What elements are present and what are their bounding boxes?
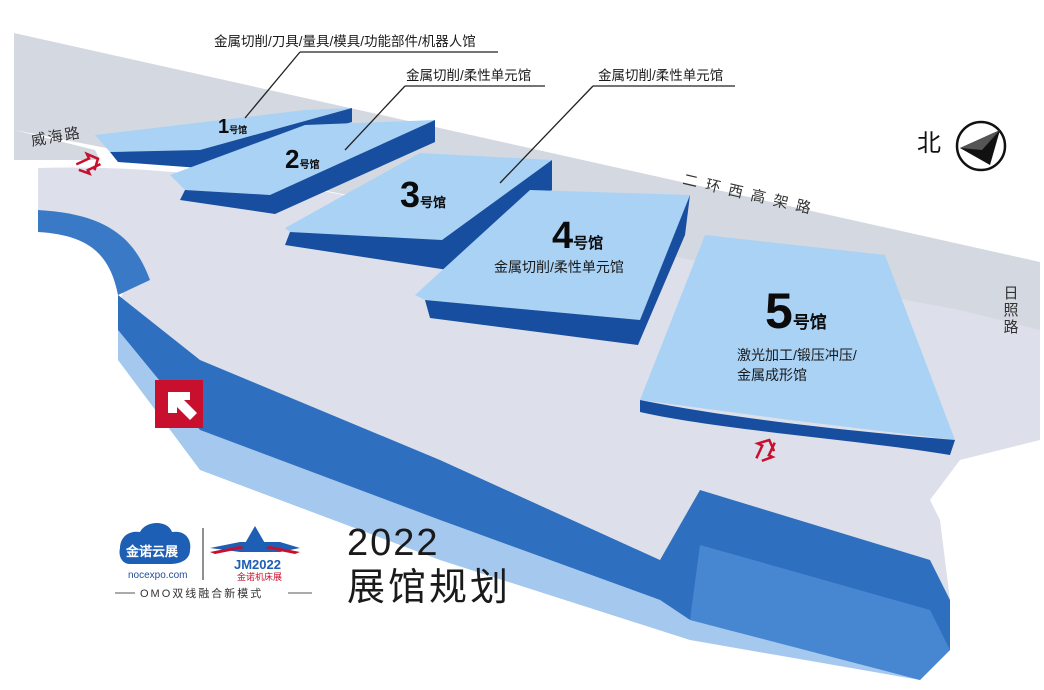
callout-hall2: 金属切削/柔性单元馆 <box>406 68 531 83</box>
hall-3[interactable] <box>285 153 552 270</box>
callout-hall3: 金属切削/柔性单元馆 <box>598 68 723 83</box>
road-weihai <box>14 130 100 160</box>
hall-1[interactable] <box>95 108 352 168</box>
ground-base-side <box>38 210 150 295</box>
hall-4-category: 金属切削/柔性单元馆 <box>494 259 624 275</box>
hall-2-top <box>170 120 435 195</box>
hall-3-label: 3号馆 <box>400 174 446 215</box>
hall-2[interactable] <box>170 120 435 214</box>
road-label-rizhao: 日照路 <box>1002 285 1019 336</box>
hall-4-label: 4号馆 <box>552 215 603 257</box>
hall-4-top <box>415 190 690 320</box>
hall-1-side <box>110 108 352 168</box>
north-arrow-icon <box>955 120 1007 172</box>
callout-line-hall2 <box>344 85 406 151</box>
hall-3-side <box>285 160 552 270</box>
svg-text:金诺云展: 金诺云展 <box>125 544 179 559</box>
hall-5-side <box>640 400 955 455</box>
hall-5-category-line2: 金属成形馆 <box>737 367 807 383</box>
logo-right: JM2022 金诺机床展 <box>210 526 300 582</box>
hall-5-category-line1: 激光加工/锻压冲压/ <box>737 347 857 363</box>
compass-label: 北 <box>917 130 941 157</box>
callout-line-hall3 <box>499 85 594 184</box>
hall-3-top <box>285 153 552 240</box>
hall-5-top <box>640 235 955 440</box>
hall-5-label: 5号馆 <box>765 283 827 339</box>
callout-hall1: 金属切削/刀具/量具/模具/功能部件/机器人馆 <box>214 34 476 49</box>
ground-base-front-light <box>118 330 950 680</box>
svg-text:JM2022: JM2022 <box>234 557 281 572</box>
entrance-arrows-right-icon <box>754 438 776 463</box>
hall-5[interactable] <box>640 235 955 455</box>
hall-4[interactable] <box>415 190 690 345</box>
hall-1-top <box>95 108 352 152</box>
hall-2-side <box>180 120 435 214</box>
hall-1-label: 1号馆 <box>218 116 247 138</box>
tagline: OMO双线融合新模式 <box>140 586 263 600</box>
logo-left-url: nocexpo.com <box>128 570 187 581</box>
svg-text:金诺机床展: 金诺机床展 <box>237 571 282 582</box>
plan-title: 展馆规划 <box>347 567 511 609</box>
entrance-icon <box>155 380 203 428</box>
hall-2-label: 2号馆 <box>285 144 319 174</box>
callout-line-hall1 <box>244 51 301 119</box>
year-title: 2022 <box>347 522 440 564</box>
hall-4-side <box>425 195 690 345</box>
entrance-arrows-left-icon <box>75 151 102 176</box>
logo-left: 金诺云展 <box>119 523 191 564</box>
